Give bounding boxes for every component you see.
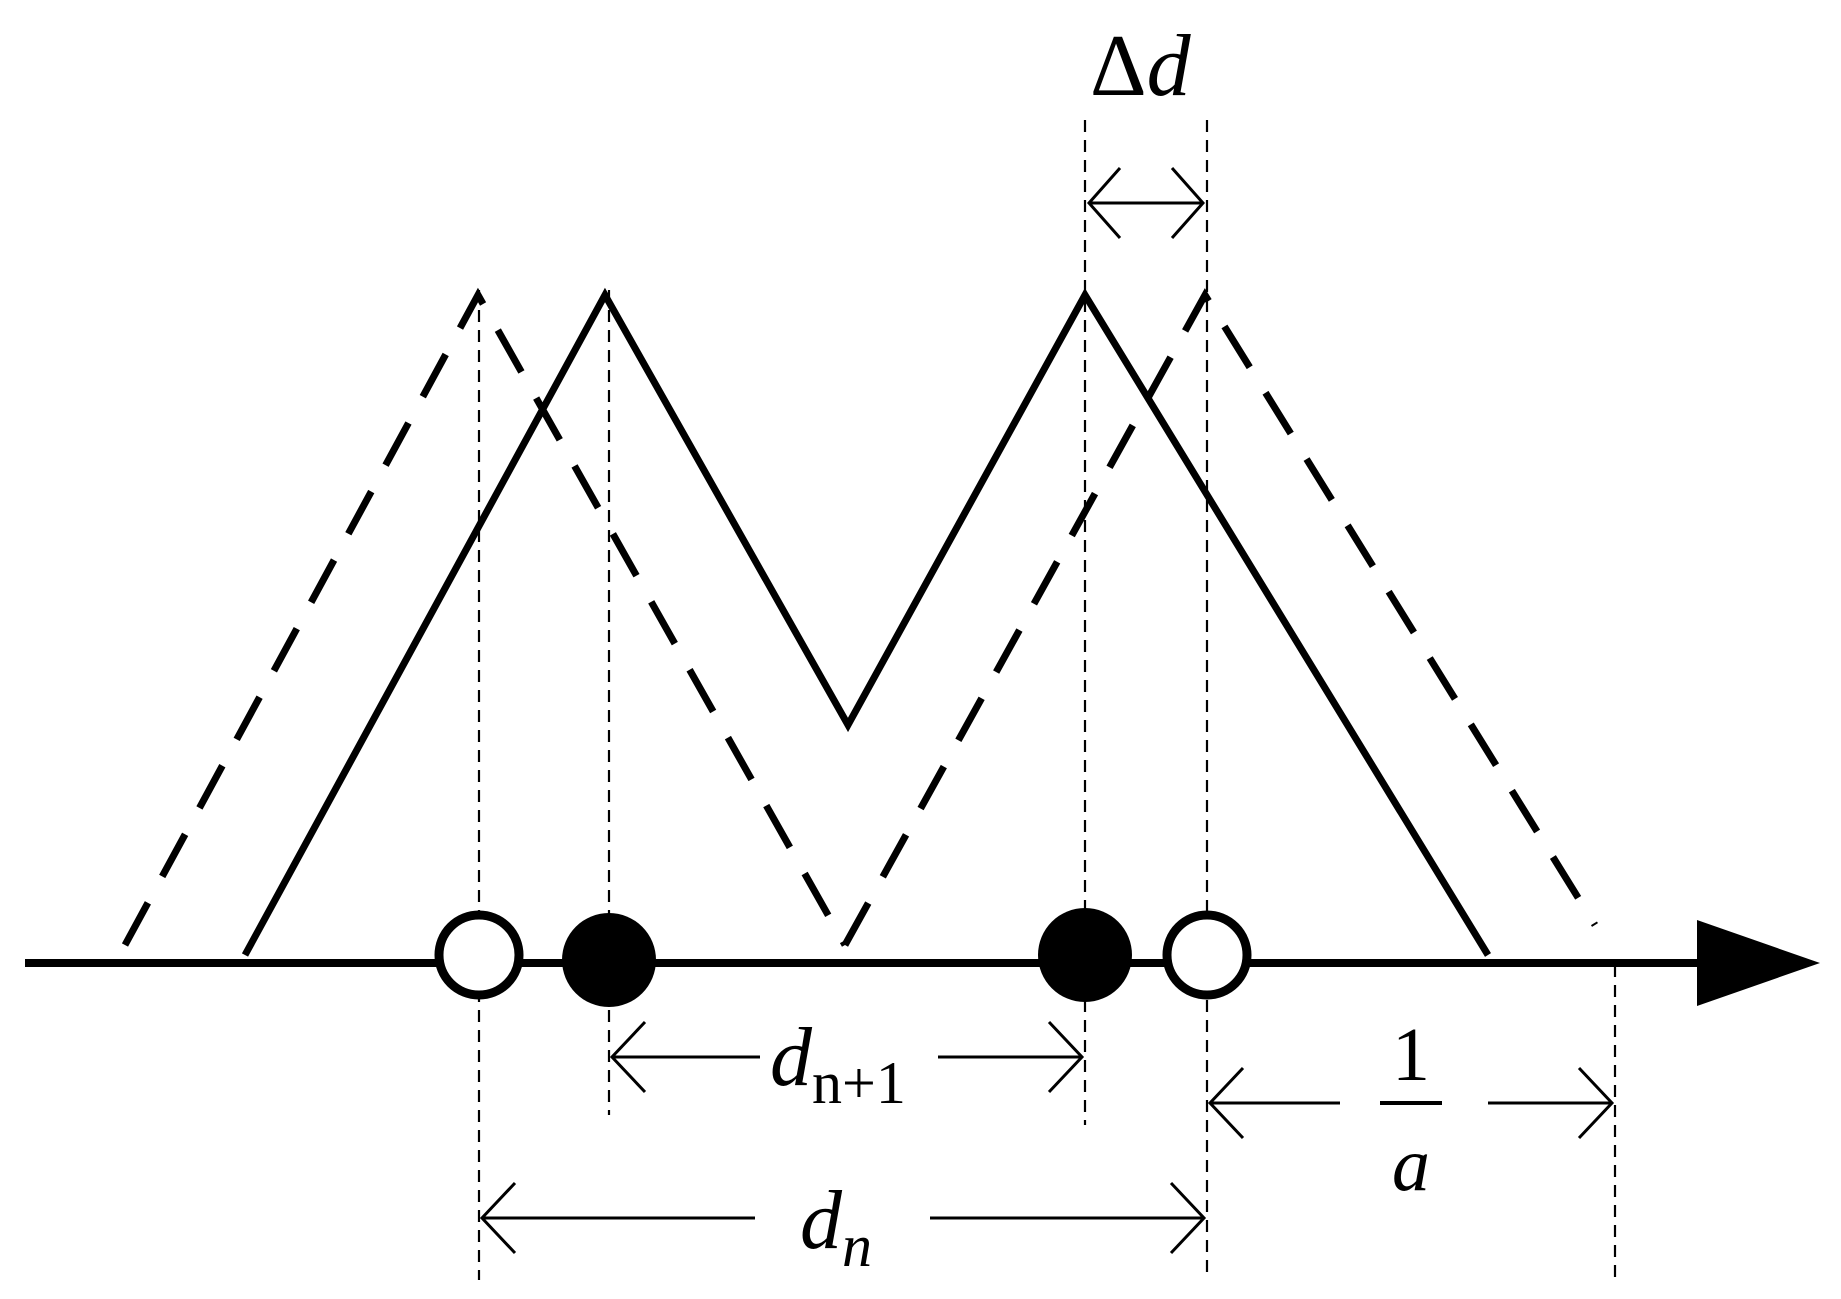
dn1-dimension — [609, 1020, 1085, 1094]
dn-dimension — [479, 1181, 1207, 1255]
axis-arrowhead — [1697, 920, 1820, 1006]
open-circle-left — [434, 910, 524, 1000]
dashed-profile-left — [121, 287, 849, 947]
dn-var: d — [800, 1174, 843, 1267]
frac-numerator: 1 — [1392, 1013, 1430, 1097]
dn1-label: dn+1 — [770, 1011, 906, 1116]
delta-symbol: Δ — [1090, 18, 1147, 115]
dn1-sub: n+1 — [812, 1050, 906, 1116]
vertical-guides — [477, 120, 1617, 1280]
open-circle-right — [1162, 910, 1252, 1000]
filled-circle-right — [1038, 908, 1132, 1002]
dn1-var: d — [770, 1011, 813, 1104]
dn-sub: n — [842, 1213, 872, 1279]
filled-circle-left — [562, 913, 656, 1007]
delta-label: Δd — [1090, 18, 1192, 115]
delta-d-dimension — [1086, 167, 1206, 239]
dn-label: dn — [800, 1174, 872, 1279]
inv-a-dimension — [1207, 1066, 1615, 1140]
delta-var: d — [1147, 18, 1192, 115]
solid-m-profile — [241, 287, 1491, 957]
dashed-profile-right — [841, 288, 1598, 947]
frac-denominator: a — [1392, 1123, 1430, 1207]
